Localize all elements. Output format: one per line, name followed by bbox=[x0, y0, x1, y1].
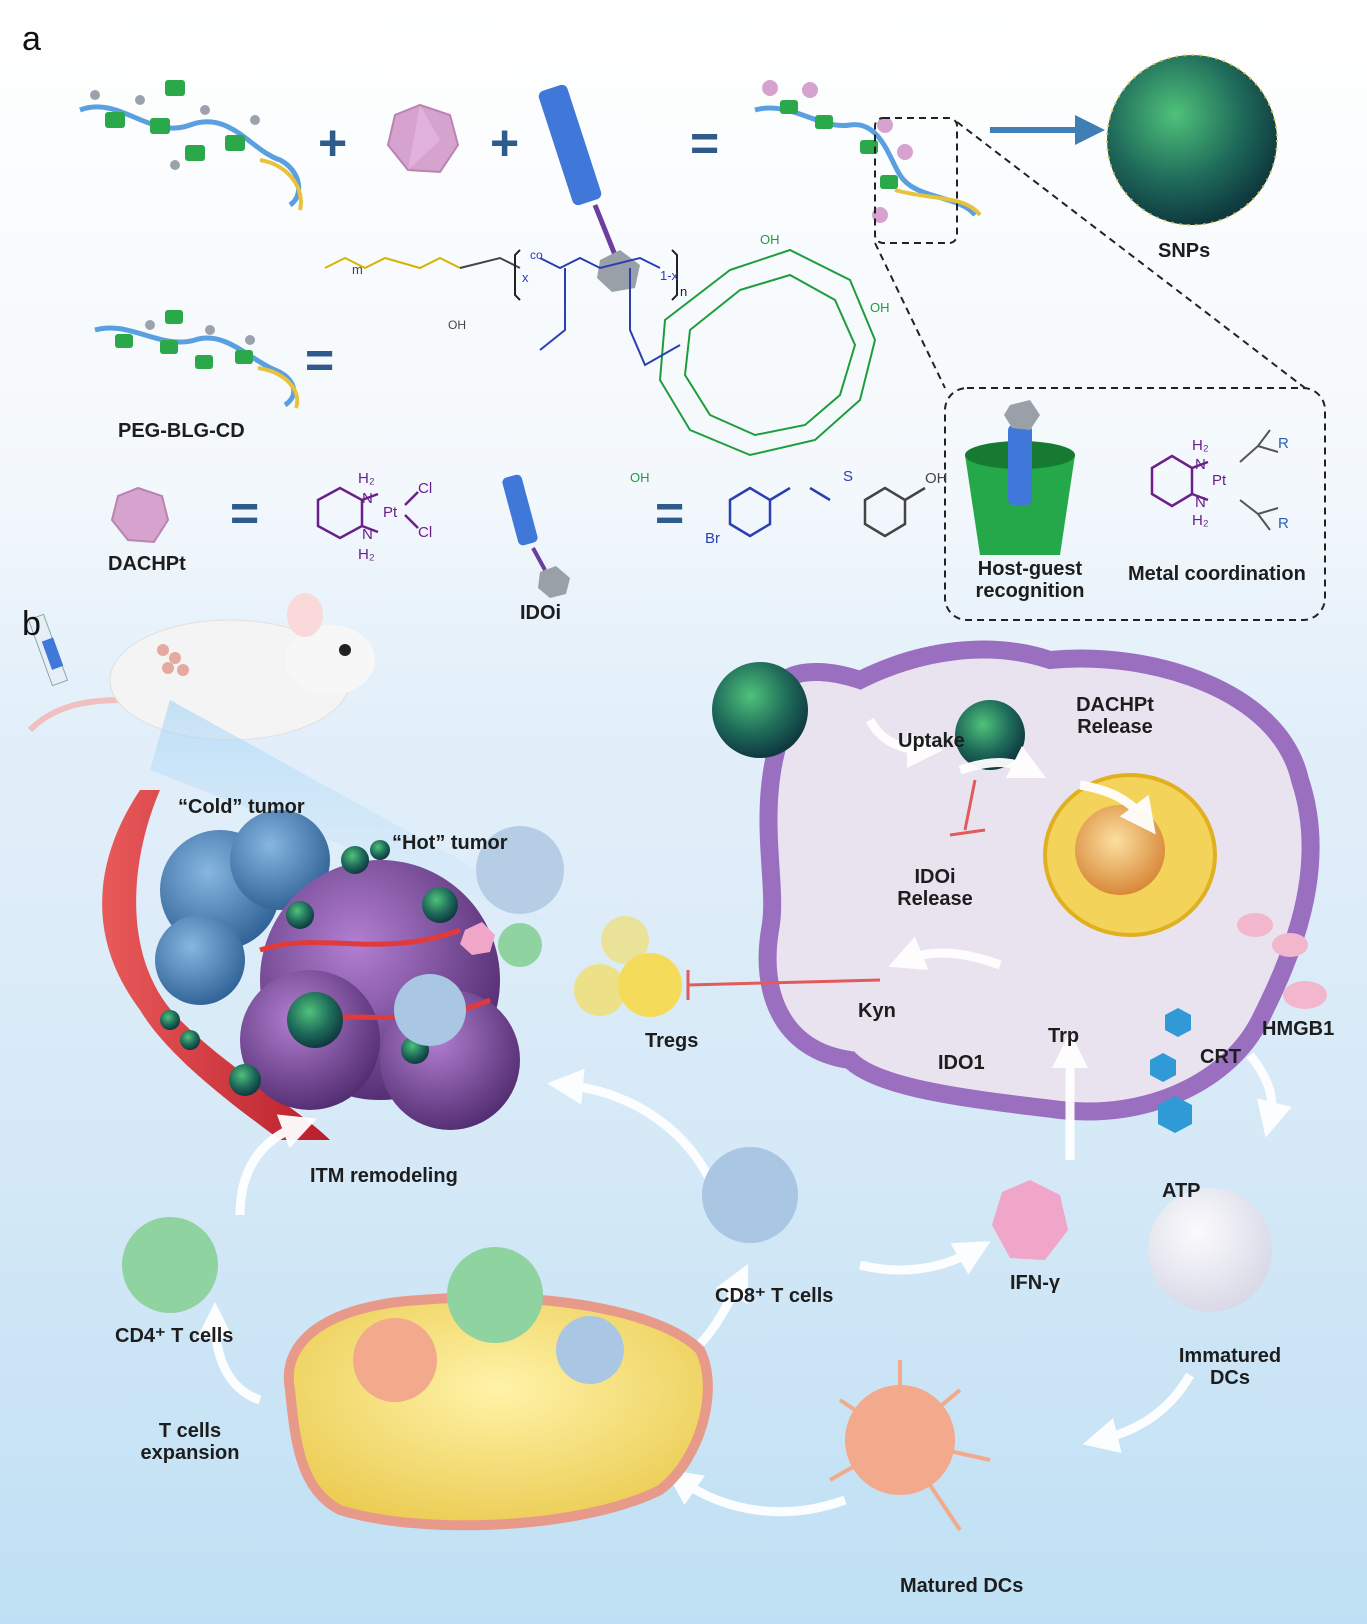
label-ifn-gamma: IFN-γ bbox=[1010, 1272, 1060, 1294]
label-hmgb1: HMGB1 bbox=[1262, 1018, 1335, 1040]
zoom-box bbox=[874, 117, 958, 244]
plus-sign-1: + bbox=[318, 115, 348, 171]
immatured-dc-icon bbox=[1148, 1188, 1272, 1312]
chem-n-sub: n bbox=[680, 284, 688, 299]
chem-oh-cd-3: OH bbox=[630, 470, 650, 485]
chem-pt-inset: Pt bbox=[1212, 472, 1227, 489]
label-idoi: IDOi bbox=[520, 602, 562, 624]
dachpt-particle-icon bbox=[386, 103, 460, 174]
label-cold-tumor: “Cold” tumor bbox=[178, 796, 305, 818]
equals-sign-4: = bbox=[655, 485, 685, 541]
label-uptake: Uptake bbox=[898, 730, 965, 752]
label-t-cells-expansion: T cells expansion bbox=[140, 1420, 240, 1464]
label-host-guest: Host-guest recognition bbox=[975, 558, 1085, 602]
label-metal-coordination: Metal coordination bbox=[1128, 563, 1306, 585]
tumor-cell-icon bbox=[758, 640, 1320, 1121]
label-snps: SNPs bbox=[1158, 240, 1211, 262]
label-peg-blg-cd: PEG-BLG-CD bbox=[118, 420, 245, 442]
panel-label-a: a bbox=[22, 20, 41, 58]
label-immatured-dcs: Immatured DCs bbox=[1178, 1345, 1282, 1389]
label-cd8-t-cells: CD8⁺ T cells bbox=[715, 1285, 834, 1307]
chem-pt: Pt bbox=[383, 504, 398, 521]
cd8-cell-tumor-2 bbox=[394, 974, 466, 1046]
label-ido1: IDO1 bbox=[938, 1052, 985, 1074]
label-cd4-t-cells: CD4⁺ T cells bbox=[115, 1325, 234, 1347]
chem-r-bottom: R bbox=[1278, 515, 1289, 532]
polymer-peg-blg-cd-icon bbox=[79, 80, 303, 211]
equals-sign-1: = bbox=[690, 115, 720, 171]
chem-oh-acid: OH bbox=[448, 318, 466, 332]
chem-n-inset-bottom: N bbox=[1195, 494, 1206, 511]
panel-label-b: b bbox=[22, 605, 41, 643]
equals-sign-3: = bbox=[230, 485, 260, 541]
chem-co: co bbox=[530, 248, 543, 262]
dachpt-legend-icon bbox=[110, 486, 170, 544]
ifn-gamma-icon bbox=[992, 1180, 1068, 1260]
treg-cells-icon bbox=[574, 916, 682, 1017]
idoi-legend-icon bbox=[502, 474, 570, 598]
host-guest-cup-icon bbox=[965, 400, 1075, 555]
blood-vessel bbox=[102, 790, 331, 1140]
chem-oh-idoi: OH bbox=[925, 470, 948, 487]
idoi-structure bbox=[728, 486, 926, 538]
chem-cl-top: Cl bbox=[418, 480, 433, 497]
tumor-snps bbox=[160, 840, 458, 1096]
label-dachpt: DACHPt bbox=[108, 553, 186, 575]
chem-cl-bottom: Cl bbox=[418, 524, 433, 541]
assembled-polymer-icon bbox=[754, 80, 982, 223]
chem-oh-cd-1: OH bbox=[760, 232, 780, 247]
chem-n-inset-top: N bbox=[1195, 456, 1206, 473]
snp-nanoparticle-icon bbox=[1106, 54, 1278, 226]
cd4-cell-icon bbox=[122, 1217, 218, 1313]
chem-h2-inset-bottom: H₂ bbox=[1192, 512, 1209, 529]
cold-tumor-icon bbox=[155, 810, 330, 1005]
chem-h2-inset-top: H₂ bbox=[1192, 437, 1209, 454]
inset-box bbox=[944, 387, 1326, 621]
chem-h2-top: H₂ bbox=[358, 470, 375, 487]
label-matured-dcs: Matured DCs bbox=[900, 1575, 1024, 1597]
polymer-legend-icon bbox=[94, 310, 300, 409]
chem-1-x: 1-x bbox=[660, 268, 679, 283]
treg-inhibition-mark bbox=[686, 970, 881, 1000]
label-hot-tumor: “Hot” tumor bbox=[392, 832, 508, 854]
idoi-molecule-icon bbox=[538, 84, 640, 292]
label-tregs: Tregs bbox=[645, 1030, 699, 1052]
chem-x: x bbox=[522, 270, 529, 285]
plus-sign-2: + bbox=[490, 115, 520, 171]
label-trp: Trp bbox=[1048, 1025, 1080, 1047]
label-dachpt-release: DACHPt Release bbox=[1076, 694, 1154, 738]
lymph-node-icon bbox=[283, 1247, 713, 1531]
chem-n-top: N bbox=[362, 490, 373, 507]
chem-s: S bbox=[843, 468, 854, 485]
label-idoi-release: IDOi Release bbox=[897, 866, 973, 910]
label-kyn: Kyn bbox=[858, 1000, 896, 1022]
metal-coordination-structure bbox=[1150, 454, 1209, 508]
label-atp: ATP bbox=[1162, 1180, 1201, 1202]
equals-sign-2: = bbox=[305, 332, 335, 388]
cyclodextrin-structure bbox=[658, 248, 877, 457]
chem-r-top: R bbox=[1278, 435, 1289, 452]
dachpt-structure bbox=[316, 486, 419, 540]
cd8-cell-icon bbox=[702, 1147, 798, 1243]
chem-br: Br bbox=[705, 530, 720, 547]
chem-m: m bbox=[352, 262, 363, 277]
matured-dc-icon bbox=[829, 1360, 991, 1532]
label-crt: CRT bbox=[1200, 1046, 1242, 1068]
chem-oh-cd-2: OH bbox=[870, 300, 890, 315]
hmgb1-blobs bbox=[1237, 913, 1327, 1009]
label-itm-remodeling: ITM remodeling bbox=[310, 1165, 458, 1187]
syringe-icon bbox=[27, 613, 69, 687]
chem-n-bottom: N bbox=[362, 526, 373, 543]
snp-outside-icon bbox=[712, 662, 808, 758]
nucleus-icon bbox=[1043, 773, 1217, 937]
inhibition-mark bbox=[949, 779, 986, 837]
chem-h2-bottom: H₂ bbox=[358, 546, 375, 563]
cd8-cell-tumor bbox=[476, 826, 564, 914]
atp-hexagons bbox=[1150, 1008, 1192, 1133]
cd4-cell-tumor bbox=[498, 923, 542, 967]
